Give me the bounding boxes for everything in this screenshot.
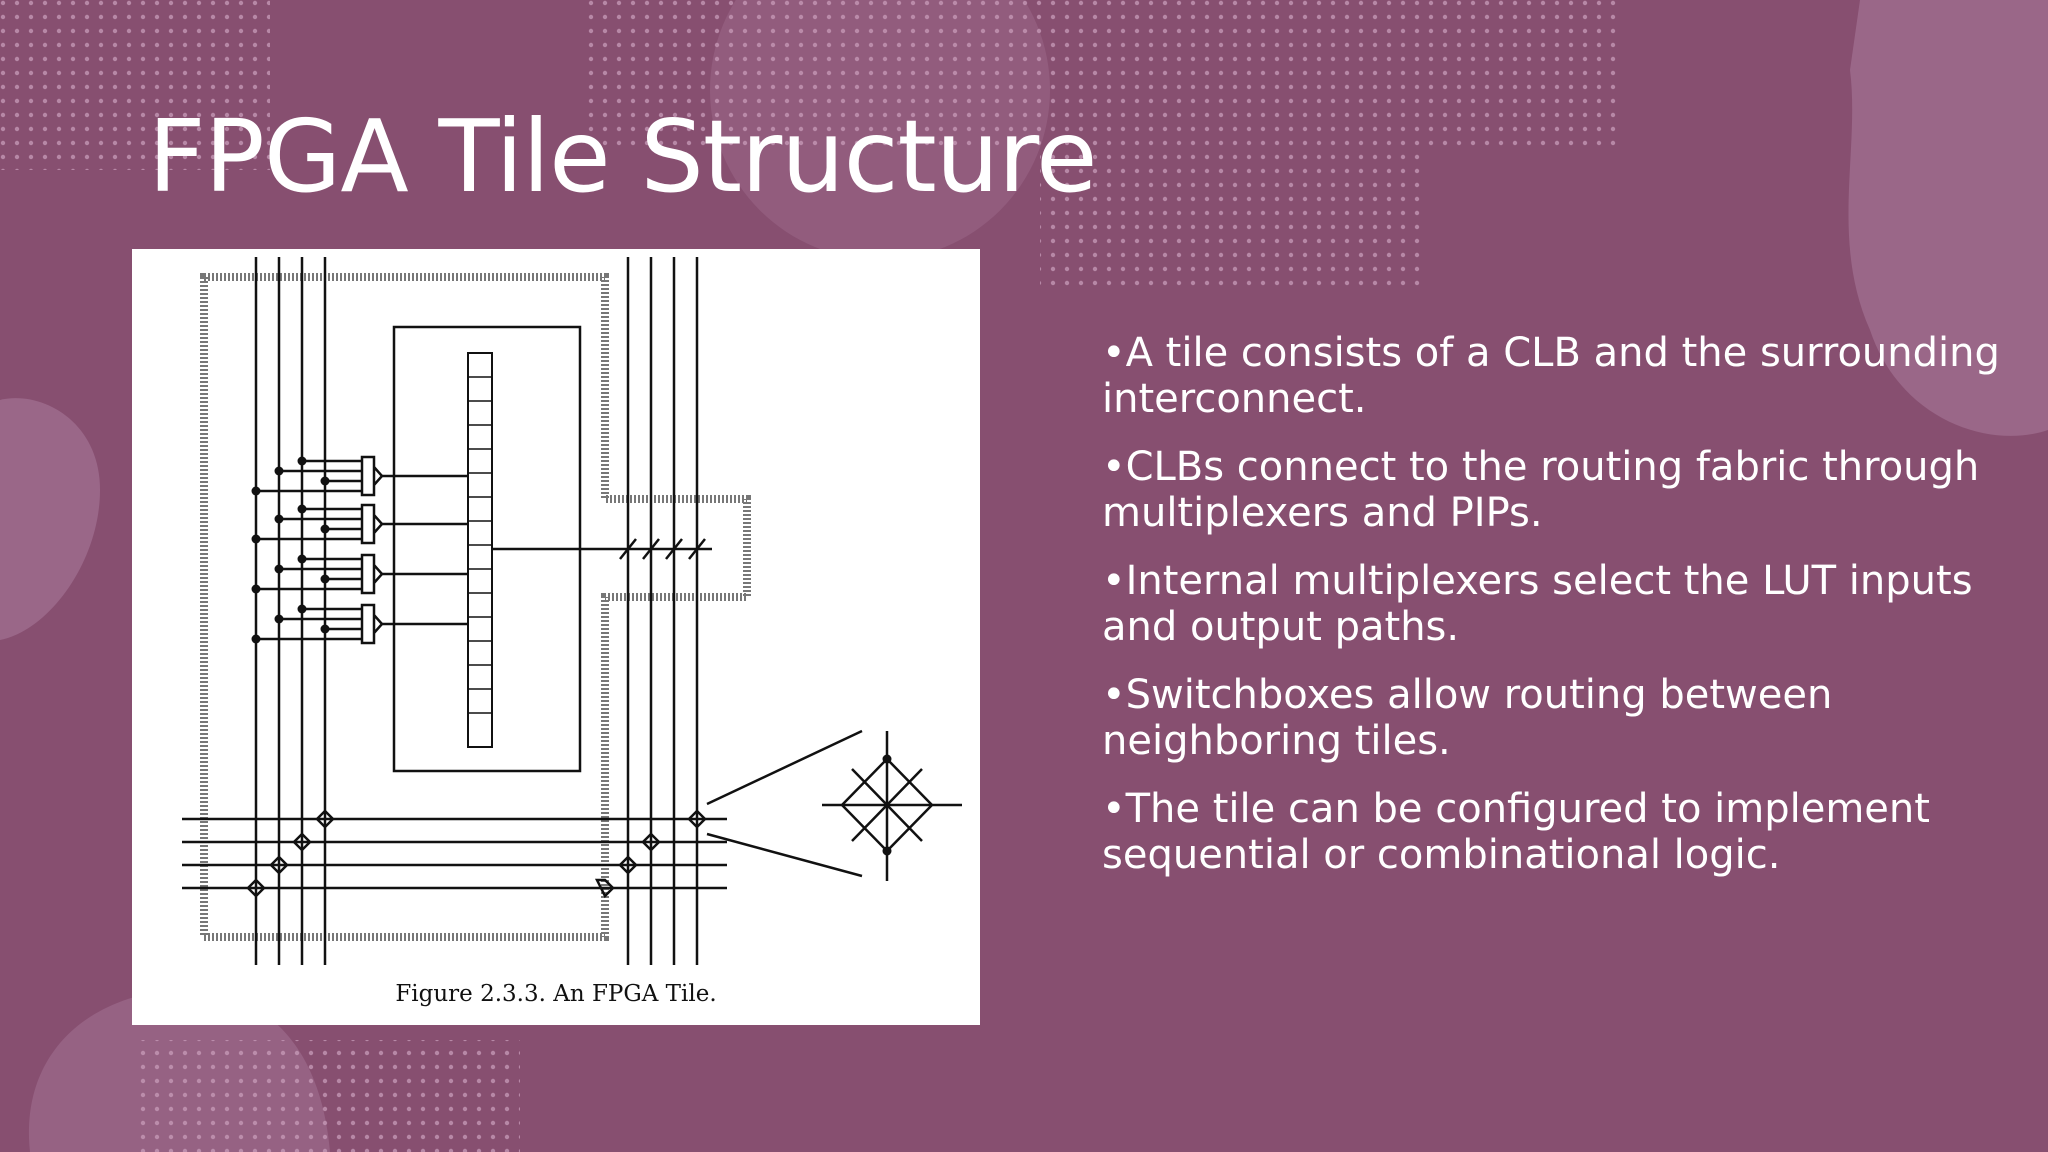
bullet-list: •A tile consists of a CLB and the surrou… — [1102, 330, 2002, 900]
bullet-item: •CLBs connect to the routing fabric thro… — [1102, 444, 1980, 536]
figure-caption: Figure 2.3.3. An FPGA Tile. — [395, 981, 717, 1007]
fpga-tile-figure: Figure 2.3.3. An FPGA Tile. — [132, 249, 980, 1025]
bullet-item: •The tile can be configured to implement… — [1102, 786, 1930, 878]
bullet-item: •Internal multiplexers select the LUT in… — [1102, 558, 1973, 650]
fpga-tile-diagram — [182, 257, 962, 965]
bullet-item: •Switchboxes allow routing between neigh… — [1102, 672, 1833, 764]
slide-title: FPGA Tile Structure — [148, 98, 1098, 215]
bullet-item: •A tile consists of a CLB and the surrou… — [1102, 330, 2000, 422]
